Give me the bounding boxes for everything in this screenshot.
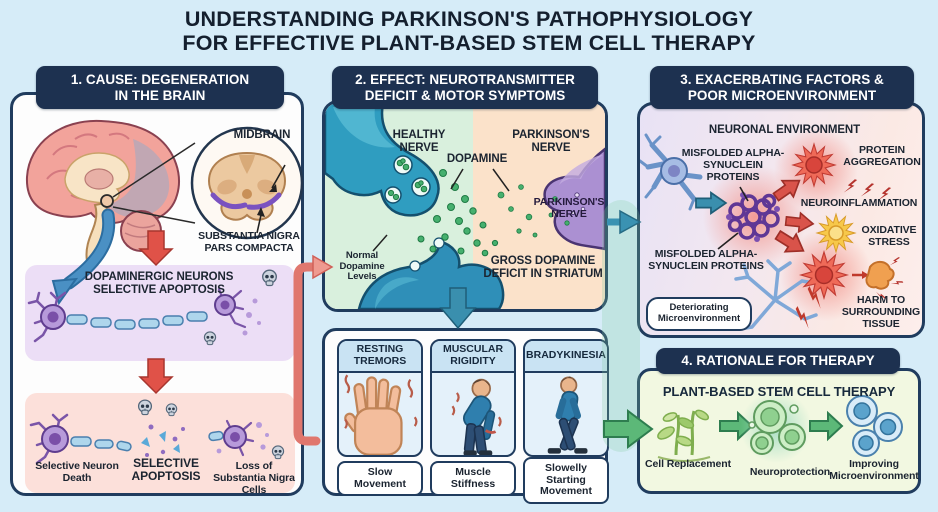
neuronal-environment-label: NEURONAL ENVIRONMENT (708, 124, 861, 136)
tremor-hand-illustration (343, 374, 418, 455)
page-title: UNDERSTANDING PARKINSON'S PATHOPHYSIOLOG… (0, 7, 938, 56)
midbrain-label: MIDBRAIN (233, 129, 291, 141)
cell-replacement-label: Cell Replacement (645, 458, 731, 470)
midbrain-marker (100, 194, 114, 208)
symptom-caption: Slowelly Starting Movement (523, 457, 609, 504)
plant-based-therapy-subtitle: PLANT-BASED STEM CELL THERAPY (662, 384, 896, 399)
lightning-bolt-icon (889, 255, 900, 268)
improving-microenvironment-label: Improving Microenvironment (829, 458, 919, 482)
brain-illustration (25, 119, 196, 262)
dopamine-label: DOPAMINE (446, 153, 508, 165)
symptom-card-bradykinesia: BRADYKINESIA (523, 339, 609, 457)
misfolded-proteins-label-top: MISFOLDED ALPHA-SYNUCLEIN PROTEINS (681, 147, 785, 183)
red-arrow-icon (784, 210, 815, 235)
panel-exacerbating-header: 3. EXACERBATING FACTORS & POOR MICROENVI… (650, 66, 914, 110)
effect-to-factors-connector (607, 209, 642, 432)
teal-arrow-icon (695, 191, 727, 215)
symptom-card-muscular-rigidity: MUSCULAR RIGIDITY (430, 339, 516, 457)
symptom-title: BRADYKINESIA (525, 341, 607, 373)
selective-neuron-death-label: Selective Neuron Death (35, 460, 119, 484)
midbrain-inset-illustration (190, 126, 304, 240)
neuroinflammation-label: NEUROINFLAMMATION (800, 197, 918, 209)
red-down-arrow-2 (138, 358, 174, 395)
red-down-arrow-1 (138, 230, 174, 267)
dopaminergic-neurons-label: DOPAMINERGIC NEURONS SELECTIVE APOPTOSIS (84, 271, 234, 296)
panel-motor-symptoms: RESTING TREMORS MUSCULAR RIGIDITY (322, 328, 609, 504)
red-arrow-icon (771, 225, 810, 261)
panel-effect-synapse: HEALTHY NERVE DOPAMINE PARKINSON'S NERVE… (322, 100, 608, 312)
panel-rationale-header: 4. RATIONALE FOR THERAPY (656, 348, 900, 374)
plant-illustration (657, 409, 711, 462)
symptom-caption: Muscle Stiffness (430, 461, 516, 497)
panel-rationale-header-text: 4. RATIONALE FOR THERAPY (681, 353, 875, 368)
panel-exacerbating-header-line2: POOR MICROENVIRONMENT (687, 87, 877, 103)
panel-rationale: PLANT-BASED STEM CELL THERAPY Cell Repla… (637, 368, 921, 494)
harm-bolt-arrows (790, 286, 828, 329)
substantia-nigra-left (210, 192, 248, 210)
symptom-card-resting-tremors: RESTING TREMORS (337, 339, 423, 457)
healthy-nerve-label: HEALTHY NERVE (392, 129, 446, 154)
misfolded-protein-tangle (726, 192, 780, 242)
oxidative-stress-label: OXIDATIVE STRESS (861, 224, 917, 248)
parkinsons-nerve-label-top: PARKINSON'S NERVE (512, 129, 590, 154)
symptom-caption: Slow Movement (337, 461, 423, 497)
panel-cause-header-line2: IN THE BRAIN (114, 87, 206, 103)
symptom-title: MUSCULAR RIGIDITY (432, 341, 514, 373)
symptom-title: RESTING TREMORS (339, 341, 421, 373)
panel-cause-header: 1. CAUSE: DEGENERATION IN THE BRAIN (36, 66, 284, 110)
selective-apoptosis-label: SELECTIVE APOPTOSIS (131, 456, 201, 484)
misfolded-proteins-label-bottom: MISFOLDED ALPHA-SYNUCLEIN PROTEINS (648, 248, 764, 272)
panel-cause: MIDBRAIN SUBSTANTIA NIGRA PARS COMPACTA … (10, 92, 304, 496)
page-title-line2: FOR EFFECTIVE PLANT-BASED STEM CELL THER… (182, 31, 756, 56)
substantia-nigra-label: SUBSTANTIA NIGRA PARS COMPACTA (198, 230, 300, 254)
parkinsons-nerve-label: PARKINSON'S NERVE (533, 196, 605, 220)
lightning-bolt-icon (790, 306, 816, 329)
microglia-illustration (852, 255, 904, 299)
tremor-marks (343, 374, 418, 429)
panel-exacerbating-factors: NEURONAL ENVIRONMENT MISFOLDED ALPHA-SYN… (637, 102, 925, 338)
panel-effect-header-line2: DEFICIT & MOTOR SYMPTOMS (364, 87, 566, 103)
panel-effect-header-line1: 2. EFFECT: NEUROTRANSMITTER (355, 72, 575, 87)
stiffness-marks (451, 392, 502, 427)
inflammation-starburst (800, 251, 848, 299)
lightning-bolt-icon (802, 286, 828, 309)
dopamine-deficit-label: GROSS DOPAMINE DEFICIT IN STRIATUM (483, 255, 603, 280)
deteriorating-microenvironment-bubble: Deteriorating Microenvironment (646, 297, 752, 331)
substantia-nigra-right (246, 192, 282, 210)
lightning-bolt-icon (890, 277, 904, 289)
protein-aggregation-label: PROTEIN AGGREGATION (843, 144, 921, 168)
loss-substantia-nigra-label: Loss of Substantia Nigra Cells (213, 460, 295, 496)
bradykinesia-person-illustration (547, 376, 587, 454)
harm-to-tissue-label: HARM TO SURROUNDING TISSUE (841, 294, 921, 330)
green-arrow-icon (809, 410, 844, 442)
panel-cause-header-line1: 1. CAUSE: DEGENERATION (70, 72, 250, 87)
green-stem-cells (740, 391, 812, 463)
panel-exacerbating-header-line1: 3. EXACERBATING FACTORS & (680, 72, 884, 87)
green-arrow-icon (719, 410, 754, 442)
protein-aggregation-starburst (792, 143, 836, 187)
rigidity-person-illustration (451, 378, 502, 455)
neuroprotection-label: Neuroprotection (749, 466, 831, 478)
blue-cells (846, 395, 903, 457)
normal-dopamine-label: Normal Dopamine Levels (339, 250, 385, 283)
panel-effect-header: 2. EFFECT: NEUROTRANSMITTER DEFICIT & MO… (332, 66, 598, 110)
page-title-line1: UNDERSTANDING PARKINSON'S PATHOPHYSIOLOG… (184, 7, 754, 31)
lightning-bolt-icon (843, 177, 858, 196)
